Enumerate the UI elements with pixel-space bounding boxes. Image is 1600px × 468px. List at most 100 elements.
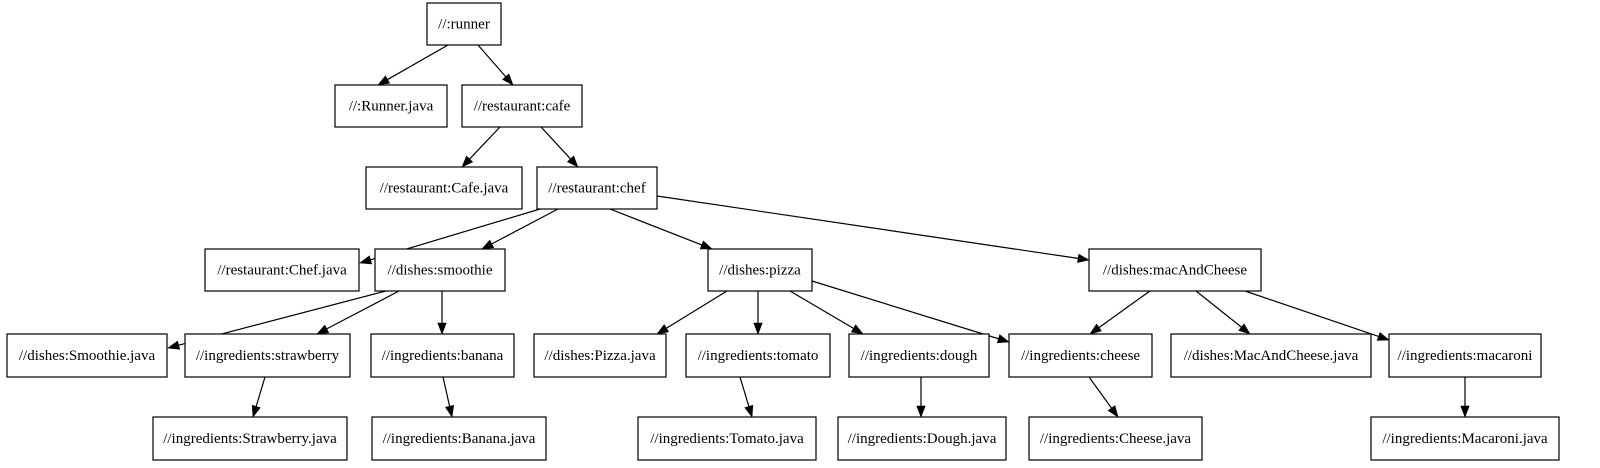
edge-arrowhead [916,405,926,418]
edge-line [739,376,750,407]
graph-node-ing_dough[interactable]: //ingredients:dough [848,333,990,378]
edge-arrowhead [461,155,474,168]
edge-line [477,44,507,78]
node-box[interactable] [1088,248,1262,292]
node-label: //restaurant:chef [548,180,645,196]
edge-line [469,126,501,160]
node-label: //ingredients:banana [382,348,504,364]
graph-edge [916,377,926,418]
node-label: //dishes:pizza [719,262,801,278]
graph-edge [461,126,501,168]
edge-arrowhead [251,404,261,418]
graph-node-dishes_smoothie[interactable]: //dishes:smoothie [374,248,506,292]
edge-arrowhead [744,404,754,418]
edge-arrowhead [656,324,670,335]
node-label: //dishes:MacAndCheese.java [1184,348,1359,364]
edge-arrowhead [444,404,455,418]
edge-line [1098,290,1151,329]
node-label: //ingredients:Strawberry.java [163,431,337,447]
node-box[interactable] [533,333,667,378]
node-box[interactable] [184,333,351,378]
edge-line [656,195,1079,259]
node-label: //:Runner.java [349,98,434,114]
graph-node-restaurant_chef[interactable]: //restaurant:chef [536,166,658,210]
node-box[interactable] [1388,333,1542,378]
node-box[interactable] [426,2,502,46]
node-box[interactable] [848,333,990,378]
node-label: //:runner [438,16,490,32]
graph-edge [789,290,864,335]
node-box[interactable] [334,84,448,128]
graph-edge [442,376,455,418]
node-box[interactable] [461,84,583,128]
graph-node-ing_tomato_java[interactable]: //ingredients:Tomato.java [637,416,817,461]
edge-arrowhead [167,340,181,350]
edge-arrowhead [566,155,579,168]
graph-node-ing_banana[interactable]: //ingredients:banana [370,333,515,378]
graph-edge [477,44,514,86]
edge-line [255,376,266,407]
node-label: //ingredients:Banana.java [383,431,536,447]
edge-arrowhead [481,239,495,250]
graph-edge [377,44,449,86]
node-box[interactable] [1008,333,1153,378]
node-label: //ingredients:dough [861,348,978,364]
graph-node-runner_java[interactable]: //:Runner.java [334,84,448,128]
node-box[interactable] [204,248,360,292]
node-box[interactable] [1028,416,1203,461]
node-box[interactable] [707,248,813,292]
node-label: //ingredients:strawberry [196,348,340,364]
graph-node-ing_cheese[interactable]: //ingredients:cheese [1008,333,1153,378]
nodes-layer: //:runner //:Runner.java //restaurant:cafe… [6,2,1560,461]
node-box[interactable] [1370,416,1560,461]
edges-layer [167,44,1470,418]
edge-line [491,208,559,245]
node-box[interactable] [365,166,523,210]
node-box[interactable] [6,333,168,378]
node-box[interactable] [837,416,1007,461]
graph-node-dishes_smoothie_java[interactable]: //dishes:Smoothie.java [6,333,168,378]
graph-edge [316,290,400,335]
graph-node-ing_dough_java[interactable]: //ingredients:Dough.java [837,416,1007,461]
node-box[interactable] [1170,333,1372,378]
edge-line [540,126,571,160]
graph-node-dishes_pizza_java[interactable]: //dishes:Pizza.java [533,333,667,378]
graph-node-runner[interactable]: //:runner [426,2,502,46]
edge-arrowhead [437,322,447,335]
graph-node-dishes_pizza[interactable]: //dishes:pizza [707,248,813,292]
graph-edge [1089,290,1151,335]
graph-edge [1244,290,1390,341]
graph-node-dishes_mac_java[interactable]: //dishes:MacAndCheese.java [1170,333,1372,378]
node-box[interactable] [685,333,831,378]
edge-line [609,208,702,246]
graph-node-ing_strawberry_java[interactable]: //ingredients:Strawberry.java [152,416,348,461]
edge-arrowhead [699,240,713,250]
edge-line [789,290,854,329]
node-box[interactable] [536,166,658,210]
graph-node-ing_strawberry[interactable]: //ingredients:strawberry [184,333,351,378]
node-box[interactable] [152,416,348,461]
node-box[interactable] [374,248,506,292]
edge-line [1195,290,1242,328]
graph-node-restaurant_chef_java[interactable]: //restaurant:Chef.java [204,248,360,292]
edge-arrowhead [502,73,514,86]
graph-node-ing_tomato[interactable]: //ingredients:tomato [685,333,831,378]
node-box[interactable] [637,416,817,461]
node-label: //ingredients:Tomato.java [650,431,804,447]
node-box[interactable] [371,416,547,461]
graph-node-dishes_macandcheese[interactable]: //dishes:macAndCheese [1088,248,1262,292]
graph-node-ing_macaroni_java[interactable]: //ingredients:Macaroni.java [1370,416,1560,461]
node-label: //restaurant:cafe [474,98,571,114]
edge-line [666,290,728,329]
graph-node-ing_macaroni[interactable]: //ingredients:macaroni [1388,333,1542,378]
edge-arrowhead [1107,405,1119,418]
graph-node-ing_cheese_java[interactable]: //ingredients:Cheese.java [1028,416,1203,461]
graph-node-ing_banana_java[interactable]: //ingredients:Banana.java [371,416,547,461]
node-label: //ingredients:cheese [1021,348,1140,364]
graph-edge [753,291,763,335]
graph-node-restaurant_cafe[interactable]: //restaurant:cafe [461,84,583,128]
node-box[interactable] [370,333,515,378]
node-label: //ingredients:Macaroni.java [1382,431,1548,447]
graph-node-restaurant_cafe_java[interactable]: //restaurant:Cafe.java [365,166,523,210]
edge-line [326,290,400,330]
